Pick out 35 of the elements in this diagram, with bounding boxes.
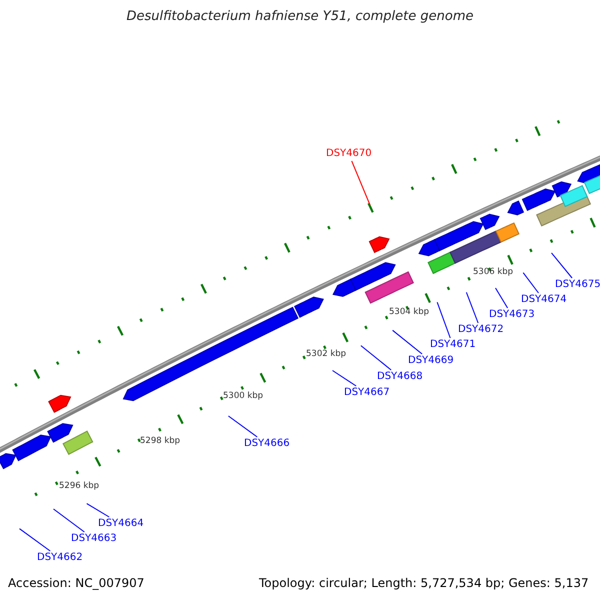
scale-label: 5306 kbp bbox=[473, 267, 514, 277]
gene-label: DSY4674 bbox=[521, 294, 567, 306]
leader-line bbox=[392, 330, 423, 354]
genome-summary: Topology: circular; Length: 5,727,534 bp; Genes: 5,137 bbox=[259, 576, 589, 590]
scale-label: 5298 kbp bbox=[140, 436, 180, 446]
leader-line bbox=[551, 252, 573, 278]
gene-label: DSY4662 bbox=[37, 552, 83, 564]
scale-label: 5302 kbp bbox=[306, 349, 346, 359]
title: Desulfitobacterium hafniense Y51, complete genome bbox=[125, 9, 474, 24]
gene-label: DSY4668 bbox=[377, 371, 423, 383]
leader-line bbox=[53, 508, 85, 532]
leader-line bbox=[351, 160, 370, 206]
leader-line bbox=[436, 302, 451, 338]
gene-label: DSY4664 bbox=[98, 518, 144, 530]
gene-label: DSY4663 bbox=[71, 533, 117, 545]
gene-label: DSY4669 bbox=[408, 355, 454, 367]
scale-label: 5304 kbp bbox=[389, 307, 430, 317]
gene-label: DSY4666 bbox=[244, 438, 290, 450]
leader-line bbox=[522, 272, 540, 294]
leader-line bbox=[466, 292, 479, 324]
leader-line bbox=[228, 416, 258, 438]
gene-label: DSY4671 bbox=[430, 339, 476, 351]
gene-label: DSY4672 bbox=[458, 324, 504, 336]
scale-label: 5296 kbp bbox=[59, 481, 100, 491]
leader-line bbox=[19, 528, 51, 552]
leader-line bbox=[495, 288, 508, 308]
gene-label: DSY4675 bbox=[555, 279, 600, 291]
gene-label: DSY4667 bbox=[344, 387, 390, 399]
gene-label: DSY4670 bbox=[326, 148, 372, 160]
leader-line bbox=[360, 345, 392, 370]
leader-line bbox=[332, 370, 357, 386]
scale-label: 5300 kbp bbox=[223, 391, 264, 401]
gene-label: DSY4673 bbox=[489, 309, 535, 321]
leader-line bbox=[86, 503, 110, 518]
accession-label: Accession: NC_007907 bbox=[8, 576, 144, 590]
